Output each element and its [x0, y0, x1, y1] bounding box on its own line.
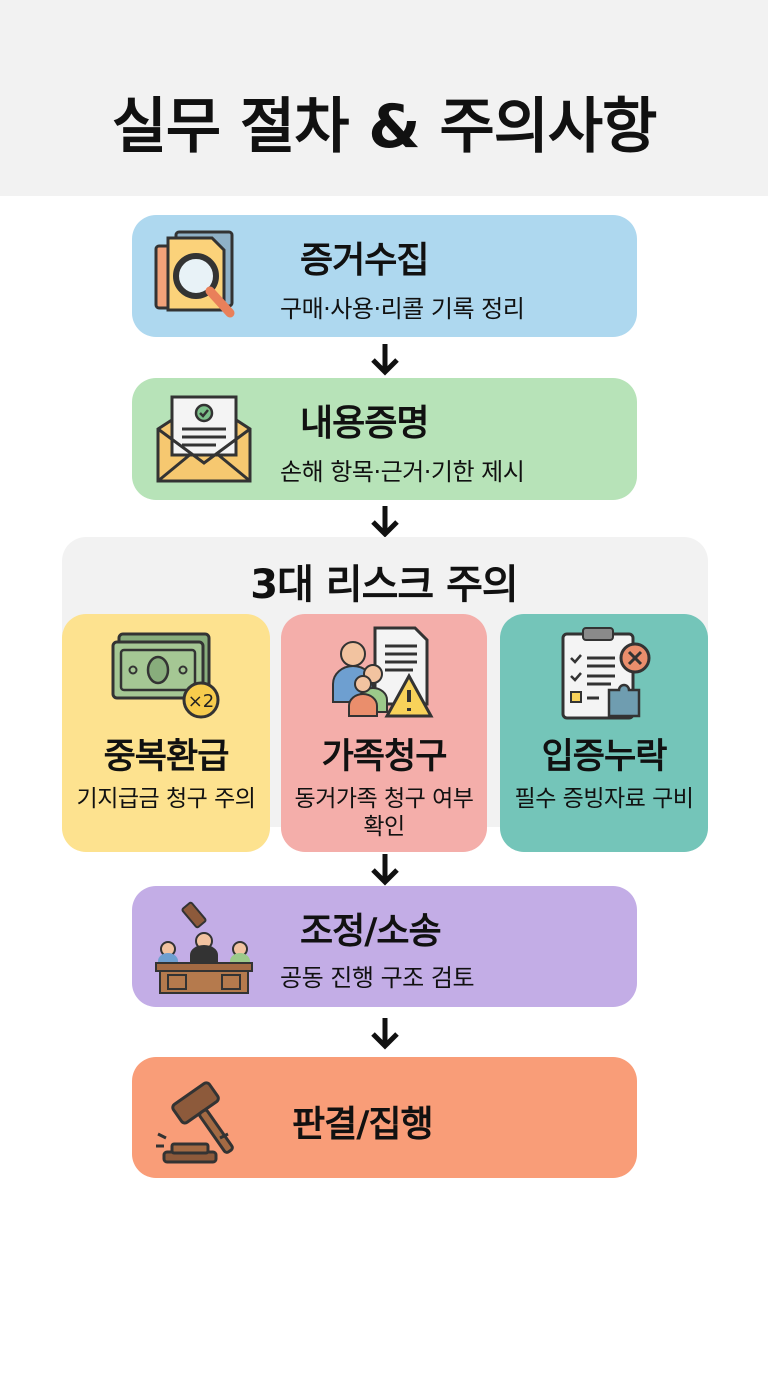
step-title: 증거수집: [300, 240, 429, 281]
courtroom-icon: [155, 901, 253, 994]
money-double-icon: ×2: [111, 632, 220, 719]
arrow-down-icon: [371, 506, 399, 538]
risk-subtitle: 기지급금 청구 주의: [76, 786, 256, 812]
step-title: 내용증명: [300, 403, 429, 444]
arrow-down-icon: [371, 854, 399, 886]
step-title: 판결/집행: [292, 1104, 434, 1145]
family-warning-icon: [332, 626, 434, 718]
page-title: 실무 절차 & 주의사항: [111, 92, 658, 162]
step-mediation-lawsuit: 조정/소송 공동 진행 구조 검토: [132, 886, 637, 1007]
step-evidence-collection: 증거수집 구매·사용·리콜 기록 정리: [132, 215, 637, 337]
step-title: 조정/소송: [300, 911, 442, 952]
risk-card-family-claim: 가족청구 동거가족 청구 여부 확인: [281, 614, 487, 852]
checklist-missing-icon: [561, 627, 651, 720]
risk-title: 중복환급: [103, 737, 230, 777]
step-certified-letter: 내용증명 손해 항목·근거·기한 제시: [132, 378, 637, 500]
risk-card-missing-proof: 입증누락 필수 증빙자료 구비: [500, 614, 708, 852]
gavel-icon: [156, 1080, 234, 1163]
badge-x2: ×2: [188, 691, 215, 712]
risk-subtitle: 필수 증빙자료 구비: [514, 786, 694, 812]
header: [0, 0, 768, 196]
risk-panel-title: 3대 리스크 주의: [250, 562, 518, 608]
step-subtitle: 손해 항목·근거·기한 제시: [280, 458, 525, 486]
risk-title: 가족청구: [321, 737, 448, 777]
arrow-down-icon: [371, 1018, 399, 1050]
envelope-letter-icon: [156, 395, 252, 483]
document-search-icon: [154, 230, 235, 318]
risk-card-duplicate-refund: ×2 중복환급 기지급금 청구 주의: [62, 614, 270, 852]
risk-subtitle: 동거가족 청구 여부 확인: [294, 786, 474, 840]
arrow-down-icon: [371, 344, 399, 376]
step-subtitle: 공동 진행 구조 검토: [280, 964, 475, 992]
risk-title: 입증누락: [541, 737, 668, 777]
step-subtitle: 구매·사용·리콜 기록 정리: [280, 295, 525, 323]
step-judgment-enforcement: 판결/집행: [132, 1057, 637, 1178]
